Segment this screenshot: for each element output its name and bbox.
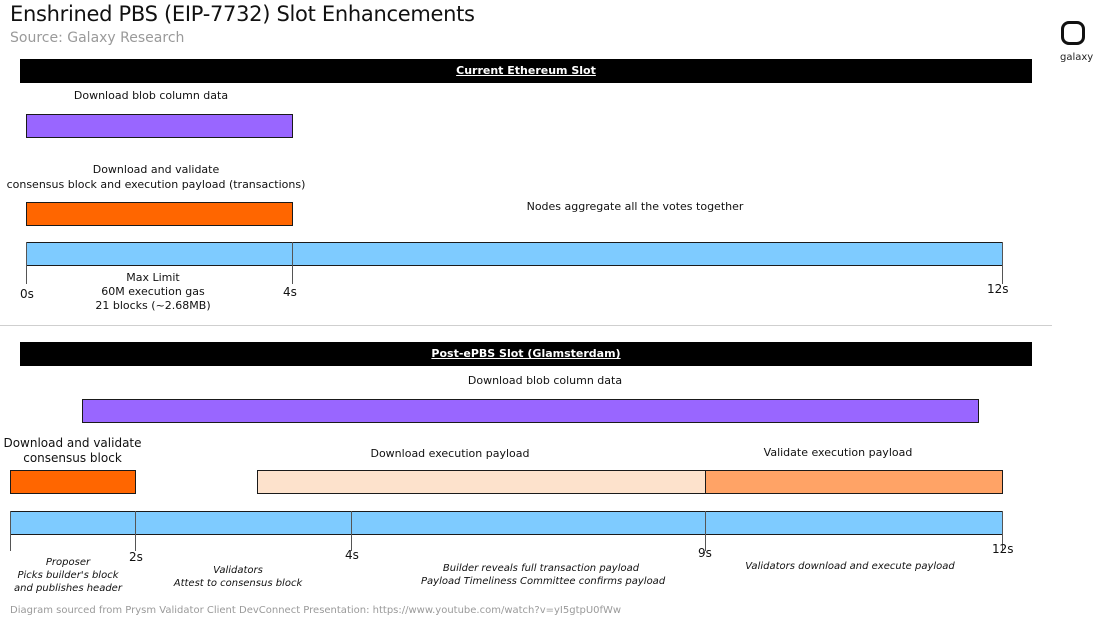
post-tick-12s-line: [1002, 511, 1003, 551]
current-tick-0s: 0s: [20, 287, 34, 301]
current-slot-header: Current Ethereum Slot: [20, 59, 1032, 83]
footer-source: Diagram sourced from Prysm Validator Cli…: [10, 605, 622, 616]
section-divider: [0, 325, 1052, 326]
proposer-note-line1: Proposer: [45, 557, 91, 568]
post-validate-label-line2: consensus block: [23, 451, 122, 465]
post-tick-2s: 2s: [129, 550, 143, 564]
logo-text: galaxy: [1060, 52, 1094, 63]
post-tick-9s: 9s: [698, 546, 712, 560]
post-blob-label: Download blob column data: [467, 374, 623, 387]
post-timeline-bar: [10, 511, 1003, 535]
current-timeline-bar: [26, 242, 1003, 266]
max-limit-line3: 21 blocks (~2.68MB): [95, 299, 211, 312]
post-tick-0s-line: [10, 511, 11, 551]
current-aggregate-label: Nodes aggregate all the votes together: [526, 200, 744, 213]
current-validate-bar: [26, 202, 293, 226]
current-blob-bar: [26, 114, 293, 138]
builder-note-line2: Payload Timeliness Committee confirms pa…: [421, 576, 666, 587]
page-title: Enshrined PBS (EIP-7732) Slot Enhancemen…: [10, 2, 475, 26]
validate-exec-label: Validate execution payload: [763, 446, 913, 459]
page-subtitle: Source: Galaxy Research: [10, 30, 185, 46]
post-tick-9s-line: [705, 511, 706, 551]
post-tick-4s: 4s: [345, 548, 359, 562]
current-validate-label-line2: consensus block and execution payload (t…: [6, 178, 306, 191]
post-validate-bar: [10, 470, 136, 494]
validators-note-line1: Validators: [213, 565, 263, 576]
current-tick-12s-line: [1002, 242, 1003, 284]
builder-note-line1: Builder reveals full transaction payload: [442, 563, 640, 574]
current-tick-4s-line: [292, 242, 293, 284]
validators-note-line2: Attest to consensus block: [173, 578, 303, 589]
post-blob-bar: [82, 399, 979, 423]
current-tick-4s: 4s: [283, 285, 297, 299]
post-tick-2s-line: [135, 511, 136, 551]
current-tick-12s: 12s: [987, 282, 1009, 296]
post-tick-4s-line: [351, 511, 352, 551]
max-limit-line2: 60M execution gas: [101, 285, 205, 298]
download-note: Validators download and execute payload: [745, 561, 955, 572]
proposer-note-line3: and publishes header: [14, 583, 122, 594]
proposer-note-line2: Picks builder's block: [17, 570, 119, 581]
galaxy-logo-icon: [1061, 21, 1085, 45]
current-blob-label: Download blob column data: [73, 89, 229, 102]
download-exec-label: Download execution payload: [370, 447, 530, 460]
post-epbs-slot-header: Post-ePBS Slot (Glamsterdam): [20, 342, 1032, 366]
post-tick-12s: 12s: [992, 542, 1014, 556]
max-limit-line1: Max Limit: [126, 271, 180, 284]
current-tick-0s-line: [26, 242, 27, 284]
download-exec-bar: [257, 470, 706, 494]
post-validate-label-line1: Download and validate: [3, 436, 142, 450]
current-validate-label-line1: Download and validate: [92, 163, 220, 176]
validate-exec-bar: [705, 470, 1003, 494]
